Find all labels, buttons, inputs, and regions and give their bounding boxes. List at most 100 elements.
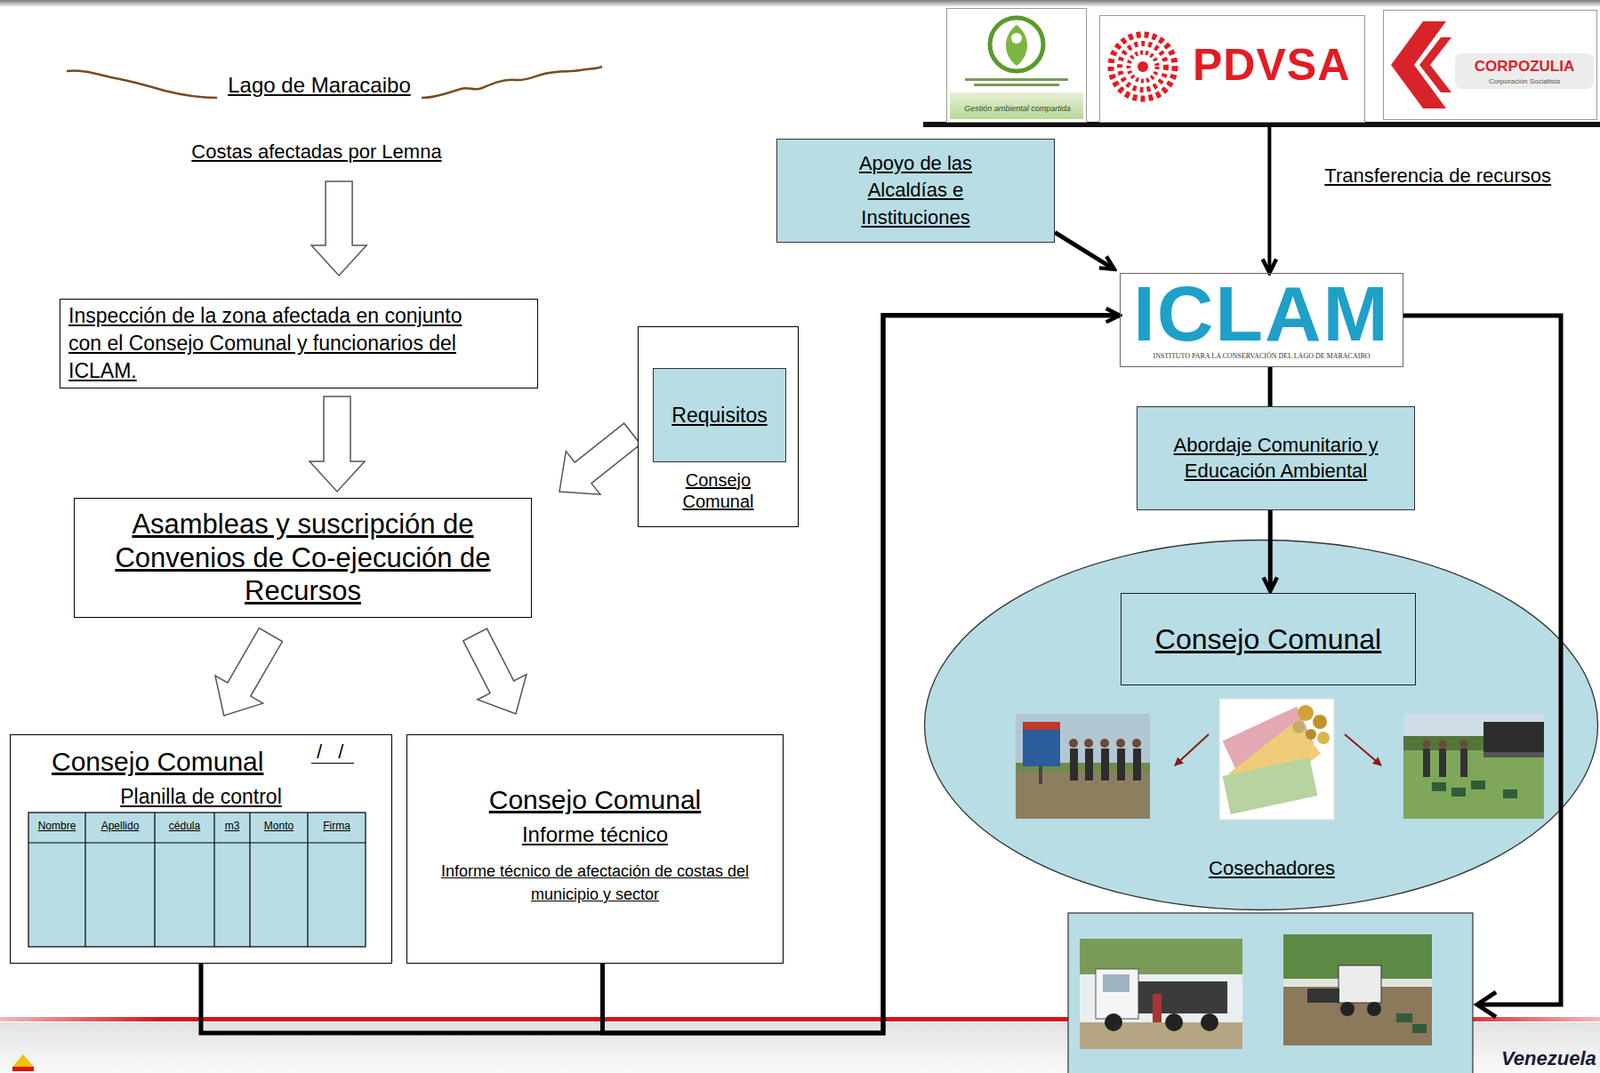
harvest-photo [1038,766,1043,785]
harvest-photo [1431,782,1447,792]
connector-line [1054,232,1115,270]
truck-photo [1079,939,1243,1050]
corpozulia-pill [1455,53,1594,89]
node-text: Informe técnico de afectación de costas … [426,860,764,907]
money-photo [1317,731,1330,745]
table-header: Monto [249,820,308,833]
connector-line [1268,510,1273,592]
table-header: m3 [214,820,250,833]
money-photo [1312,715,1327,730]
table-header: Nombre [28,820,86,833]
node-title: Consejo Comunal [665,469,772,513]
connector-line [1268,367,1273,407]
logo-leaf [1011,32,1022,44]
logo-panel [949,92,1084,120]
harvest-photo [1483,722,1544,753]
harvest-photo [1084,739,1094,748]
lake-shore-line [66,71,218,98]
truck-photo [1095,969,1139,1020]
harvest-photo [1460,740,1469,749]
truck-photo [1165,1013,1183,1032]
node-title: PDVSA [1192,39,1351,91]
loader-photo [1283,934,1432,1046]
table-header: Apellido [85,820,155,833]
money-photo [1219,699,1335,821]
connector-line [1267,124,1271,274]
loader-photo [1338,965,1382,1004]
harvest-photo [1423,740,1432,749]
edge-label: Transferencia de recursos [1321,164,1554,188]
disposal-panel [1068,913,1473,1073]
pdvsa-sun [1119,43,1166,90]
header-band [0,0,1600,7]
node-title: Apoyo de las Alcaldías e Instituciones [839,150,992,232]
council-box: Consejo Comunal [1120,593,1416,686]
node-title: Lago de Maracaibo [227,72,411,98]
money-photo [1222,757,1319,815]
node-title: Consejo Comunal [51,747,264,778]
money-photo [1292,721,1305,734]
table-rule [84,812,86,948]
harvest-photo [1117,748,1126,781]
corpozulia-logo: CORPOZULIACorporación Socialista [1382,9,1598,121]
process-box: Inspección de la zona afectada en conjun… [59,298,539,389]
harvest-photo [1015,714,1150,820]
harvest-photo [1503,789,1518,799]
truck-photo [1079,1022,1243,1050]
loader-photo [1412,1024,1427,1034]
harvest-photo [1022,722,1061,767]
node-text: Corporación Socialista [1488,77,1560,86]
table-rule [153,812,155,948]
block-arrow [311,181,367,276]
harvest-photo [1069,748,1078,781]
report-box: Consejo ComunalInforme técnicoInforme té… [406,734,784,965]
footer-logo [12,1054,34,1068]
block-arrow [559,423,641,495]
node-title: ICLAM [1133,280,1391,348]
footer-brand: Venezuela [1501,1047,1597,1071]
truck-photo [1102,974,1130,993]
harvest-photo [1471,780,1486,790]
node-title: Gestión ambiental compartida [964,104,1071,113]
pdvsa-logo: PDVSA [1099,15,1366,123]
node-title: Requisitos [671,403,767,428]
node-text: Costas afectadas por Lemna [191,140,442,164]
money-photo [1305,729,1317,740]
harvest-photo [1451,787,1466,797]
node-text: Planilla de control [10,785,392,810]
harvest-photo [1423,748,1431,778]
education-box: Abordaje Comunitario y Educación Ambient… [1136,406,1416,511]
truck-photo [1104,1013,1123,1032]
harvest-photo [1133,748,1142,781]
logo-line [973,83,1060,87]
control-sheet: Consejo ComunalPlanilla de control [9,734,393,965]
requirements-box: Consejo Comunal Requisitos [637,326,799,528]
harvest-photo [1403,714,1544,820]
harvest-photo [1085,748,1094,781]
harvest-photo [1015,771,1150,820]
harvest-photo [1116,739,1126,748]
harvesters-ellipse: CosechadoresConsejo Comunal [923,538,1600,912]
harvest-photo [1483,752,1544,758]
node-title: Inspección de la zona afectada en conjun… [68,302,475,386]
pdvsa-sun [1128,52,1158,81]
truck-photo [1152,994,1162,1023]
corpozulia-chevron [1390,21,1447,109]
table-header: Firma [307,820,366,833]
pdvsa-sun [1110,34,1175,99]
truck-photo [1200,1013,1219,1032]
support-box: Apoyo de las Alcaldías e Instituciones [776,138,1055,243]
harvest-photo [1101,748,1110,781]
truck-photo [1138,981,1228,1014]
node-title: Consejo Comunal [489,785,701,816]
loader-photo [1396,1013,1413,1023]
table-rule [249,812,250,948]
footer-logo [12,1067,34,1072]
iclam-logo: ICLAMINSTITUTO PARA LA CONSERVACIÓN DEL … [1119,273,1404,368]
transfer-wire [1403,315,1561,1006]
connector-line [201,315,1120,1034]
money-arrow [1344,734,1382,766]
node-title: Abordaje Comunitario y Educación Ambient… [1173,433,1379,484]
harvest-photo [1100,739,1110,748]
